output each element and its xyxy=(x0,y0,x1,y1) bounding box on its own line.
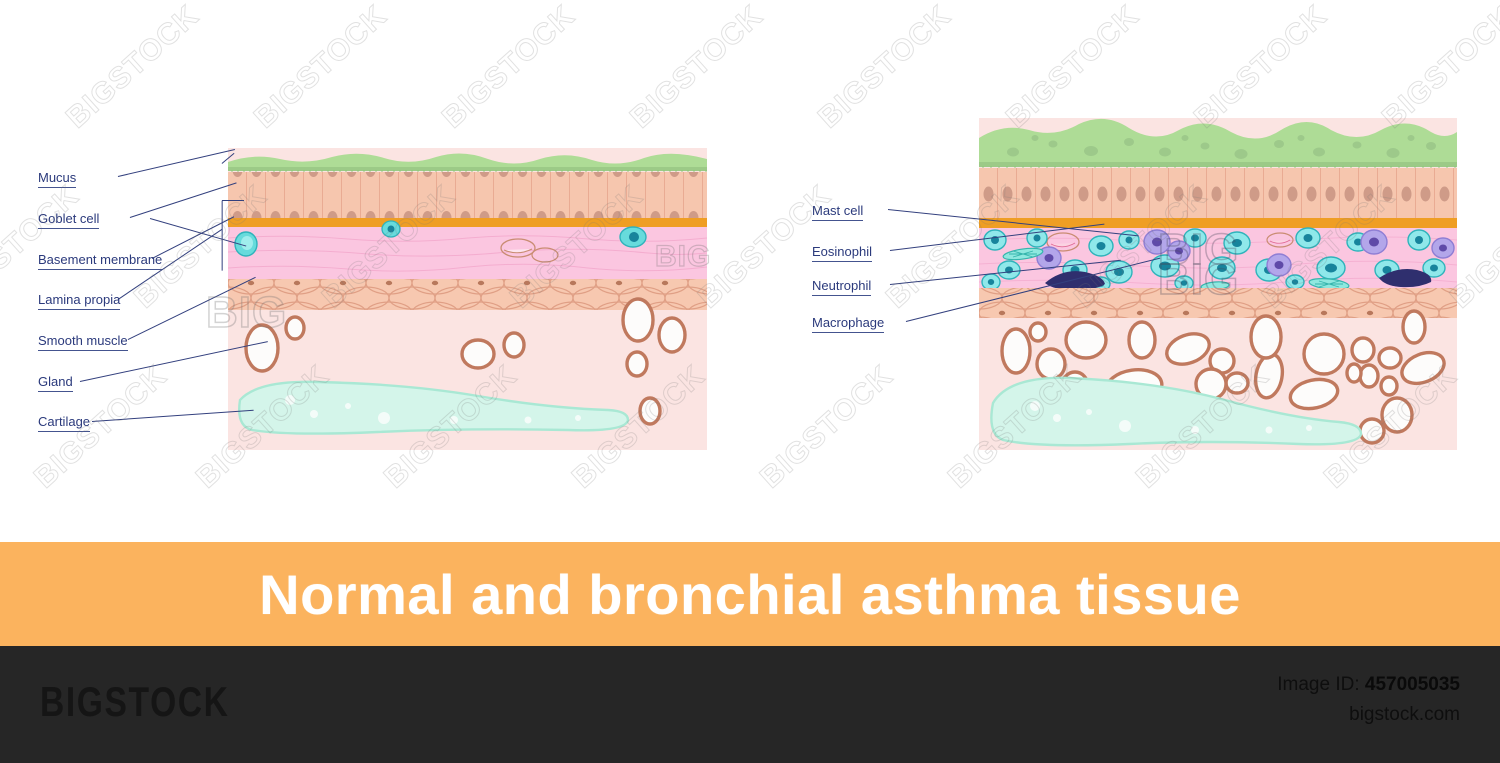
leader-membrane-tick xyxy=(222,200,244,202)
image-id-row: Image ID: 457005035 xyxy=(1277,672,1460,698)
label-cartilage: Cartilage xyxy=(38,414,91,432)
bigstock-logo: BIGSTOCK xyxy=(40,678,230,725)
label-gland: Gland xyxy=(38,374,73,392)
label-mucus: Mucus xyxy=(38,170,77,188)
label-macrophage: Macrophage xyxy=(812,315,885,333)
label-basement-membrane: Basement membrane xyxy=(38,252,163,270)
image-id-value: 457005035 xyxy=(1364,674,1460,695)
leader-vertical-bracket xyxy=(221,200,223,271)
site-url: bigstock.com xyxy=(1349,704,1460,725)
asthma-tissue-panel xyxy=(979,118,1457,450)
label-goblet-cell: Goblet cell xyxy=(38,211,100,229)
page-title: Normal and bronchial asthma tissue xyxy=(259,562,1241,626)
image-id-label: Image ID: xyxy=(1277,674,1360,695)
normal-tissue-svg xyxy=(228,148,707,450)
label-mast-cell: Mast cell xyxy=(812,203,864,221)
title-banner: Normal and bronchial asthma tissue xyxy=(0,542,1500,646)
eosinophil xyxy=(981,227,1446,292)
footer-meta: Image ID: 457005035 bigstock.com xyxy=(1277,672,1460,728)
label-neutrophil: Neutrophil xyxy=(812,278,872,296)
label-eosinophil: Eosinophil xyxy=(812,244,872,262)
illustration-area: Mucus Goblet cell Basement membrane Lami… xyxy=(38,118,1457,450)
footer-bar xyxy=(0,646,1500,763)
label-smooth-muscle: Smooth muscle xyxy=(38,333,128,351)
label-lamina-propia: Lamina propia xyxy=(38,292,121,310)
asthma-tissue-svg xyxy=(979,118,1457,450)
leader-mucus xyxy=(117,149,236,178)
normal-tissue-panel xyxy=(228,148,707,450)
goblet-cell xyxy=(234,220,647,257)
gland xyxy=(244,297,687,426)
